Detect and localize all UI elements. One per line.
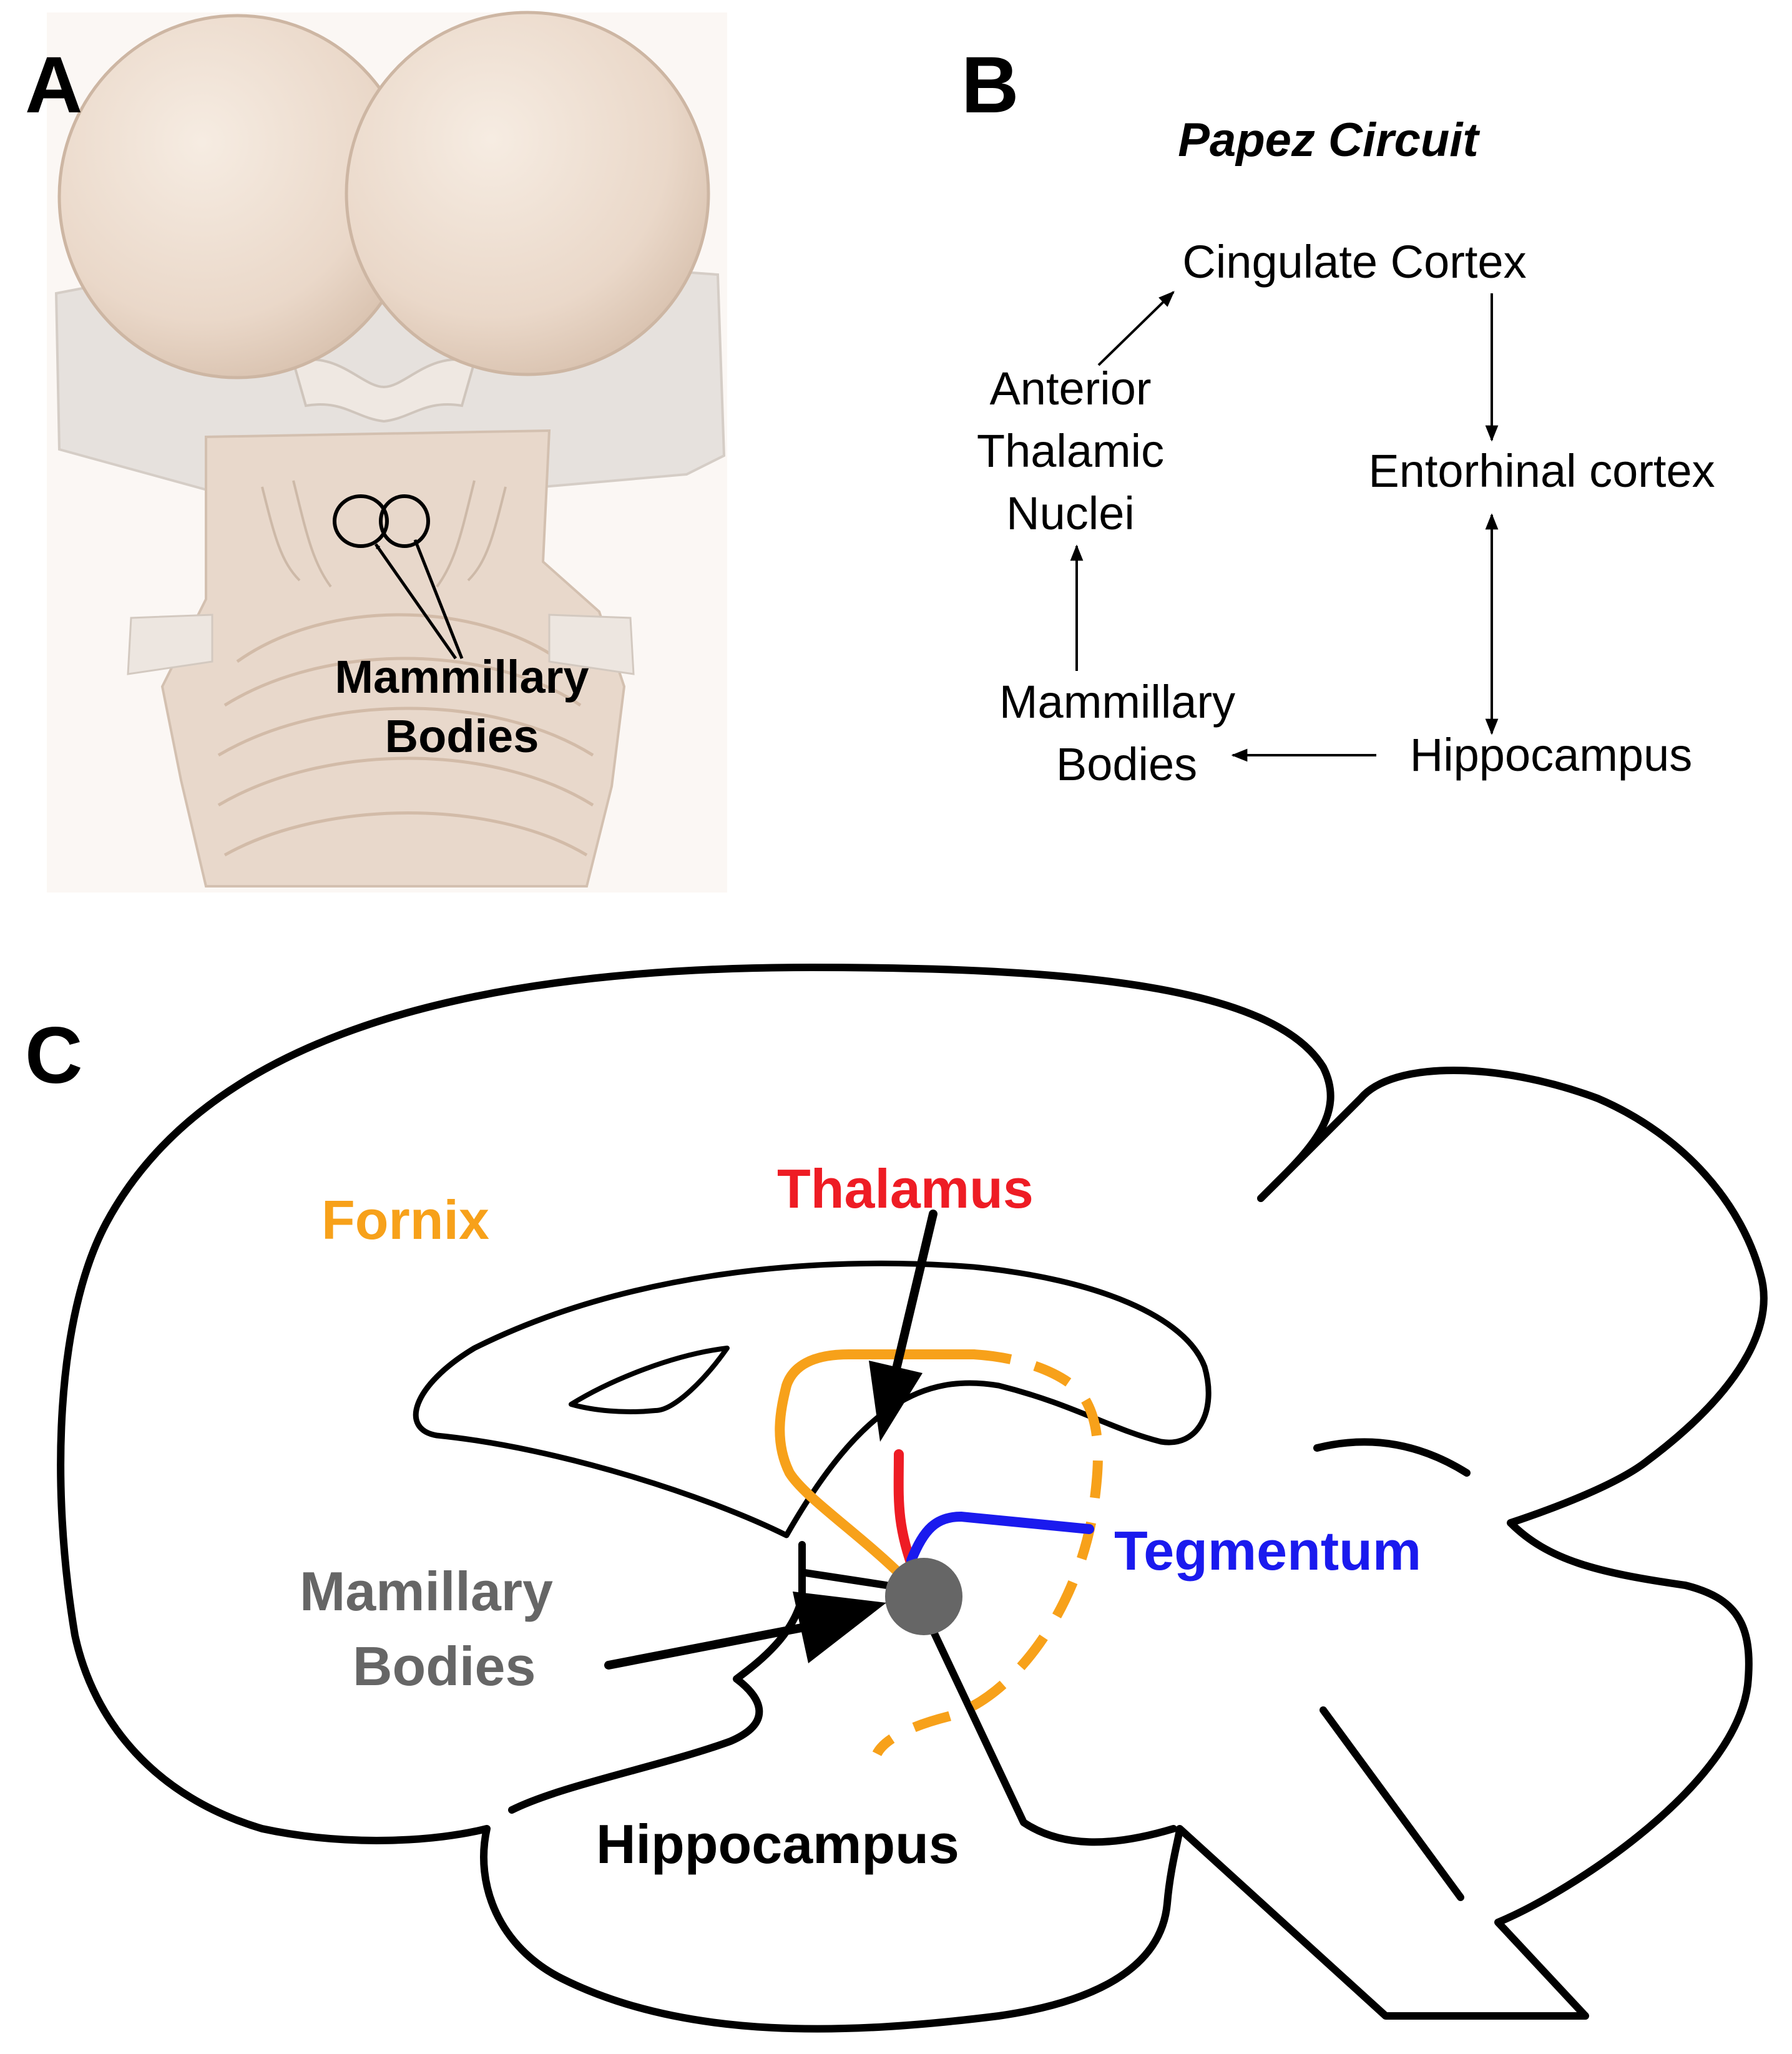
label-tegmentum: Tegmentum (1114, 1520, 1421, 1582)
brainstem-notch (1320, 1706, 1464, 1901)
olfactory-bulb-right (345, 11, 710, 376)
lateral-nerve-right (548, 614, 635, 675)
label-hippocampus: Hippocampus (596, 1813, 959, 1875)
node-anterior-thalamic-line1: Anterior (989, 363, 1151, 414)
hippocampus-outline (914, 1594, 1177, 1846)
mamillary-stalk-line (801, 1569, 890, 1589)
papez-circuit-title: Papez Circuit (1178, 114, 1480, 167)
label-thalamus: Thalamus (777, 1158, 1034, 1220)
node-anterior-thalamic-line2: Thalamic (977, 425, 1164, 477)
node-mammillary-line1: Mammillary (999, 676, 1235, 728)
thalamus-pointer-head (869, 1361, 923, 1442)
corpus-callosum (413, 1260, 1212, 1538)
label-bodies: Bodies (353, 1635, 536, 1697)
mamillary-pointer-shaft (604, 1621, 816, 1670)
pointer-arrow-right (413, 539, 464, 659)
panel-b: B Papez Circuit Cingulate Cortex Anterio… (961, 41, 1715, 790)
panel-c-letter: C (25, 1011, 82, 1100)
cerebellum-folia (217, 613, 594, 857)
node-cingulate-cortex: Cingulate Cortex (1182, 236, 1526, 288)
mammillary-body-left-outline (333, 494, 389, 548)
arrow-anterior-to-cingulate (1097, 291, 1175, 366)
panel-c: C Fornix Thalamus Tegment (25, 964, 1768, 2033)
lateral-ventricle (569, 1346, 730, 1414)
node-anterior-thalamic-line3: Nuclei (1006, 487, 1135, 539)
label-fornix: Fornix (321, 1189, 489, 1251)
label-mamillary: Mamillary (300, 1560, 553, 1622)
mamillary-body-node (885, 1558, 962, 1635)
panel-a-letter: A (25, 41, 82, 130)
tegmentum-tract (906, 1511, 1094, 1565)
cerebellum-fissure (1313, 1438, 1471, 1477)
fornix-path-solid (775, 1349, 979, 1584)
mammillary-body-right-outline (379, 494, 430, 548)
hypothalamus-notch (508, 1541, 806, 1814)
node-hippocampus: Hippocampus (1410, 729, 1692, 781)
panel-a: A Mammillary Bodies (25, 11, 727, 893)
panel-a-label-bodies: Bodies (385, 710, 539, 762)
node-mammillary-line2: Bodies (1056, 738, 1197, 790)
brain-specimen (47, 11, 727, 893)
pointer-arrow-left (374, 543, 458, 660)
panel-b-letter: B (961, 41, 1019, 130)
mamillary-pointer-head (793, 1592, 886, 1663)
pons-striations (261, 480, 507, 588)
lateral-nerve-left (127, 614, 213, 675)
brain-outline (57, 964, 1768, 2033)
thalamus-pointer-shaft (889, 1210, 938, 1384)
panel-a-label-mammillary: Mammillary (335, 651, 589, 703)
node-entorhinal-cortex: Entorhinal cortex (1368, 445, 1715, 497)
